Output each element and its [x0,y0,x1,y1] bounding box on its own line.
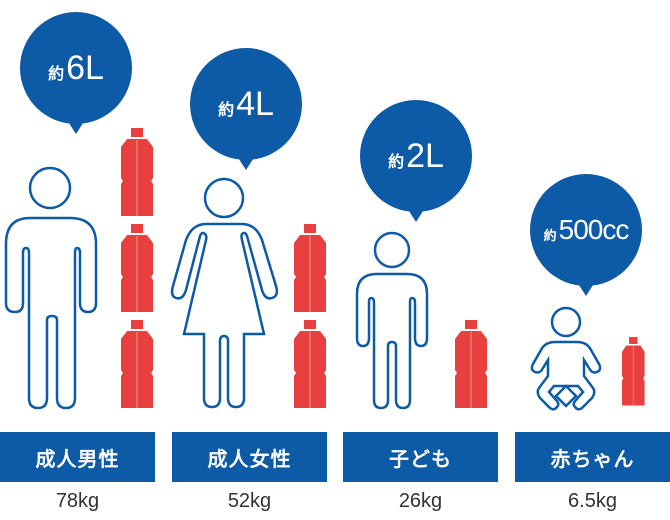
approx-prefix: 約 [388,152,405,171]
amount-bubble-baby: 約 500cc [530,174,642,296]
bottle-icon [621,336,645,406]
bottle-icon [293,319,327,409]
bottle-icon [120,223,154,313]
approx-prefix: 約 [48,64,65,83]
water-amount: 6L [66,48,104,87]
child-icon [355,231,429,410]
bottle-icon [120,127,154,217]
category-label: 子ども [343,432,498,482]
bubble-tail [67,120,85,134]
weight-value: 78kg [55,490,100,512]
woman-icon [170,177,279,409]
bottle-icon [293,223,327,313]
water-amount: 4L [236,84,274,123]
amount-bubble-child: 約 2L [360,100,472,222]
bubble-tail [577,282,595,296]
bubble-tail [407,208,425,222]
bottle-icon [120,319,154,409]
man-icon [4,166,98,410]
amount-bubble-adult-woman: 約 4L [190,48,302,170]
category-label: 成人男性 [0,432,155,482]
bubble-tail [237,156,255,170]
water-amount: 500cc [558,214,630,245]
approx-prefix: 約 [543,228,557,244]
bottle-icon [454,319,488,409]
weight-value: 52kg [227,490,272,512]
baby-icon [530,306,602,411]
category-label: 成人女性 [172,432,327,482]
approx-prefix: 約 [218,100,235,119]
weight-value: 6.5kg [568,490,617,512]
water-amount: 2L [406,136,444,175]
category-label: 赤ちゃん [515,432,670,482]
weight-value: 26kg [398,490,443,512]
amount-bubble-adult-man: 約 6L [20,12,132,134]
